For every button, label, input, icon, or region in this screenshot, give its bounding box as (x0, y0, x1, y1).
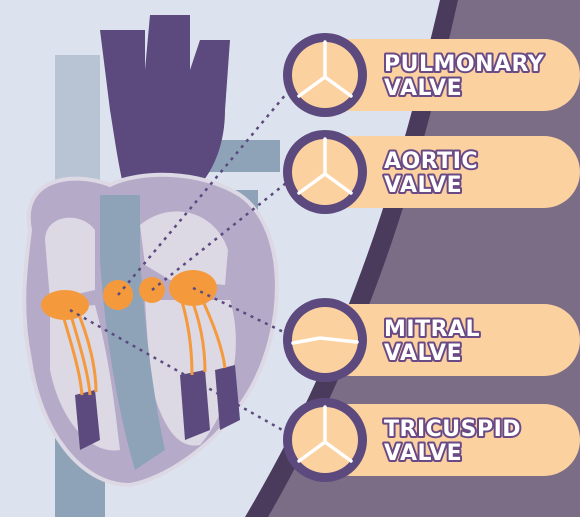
mitral-label-line1: MITRAL (384, 317, 480, 342)
tricuspid-label-line1: TRICUSPID (384, 417, 521, 442)
superior-vena-cava (55, 55, 100, 190)
papillary-muscle-2 (180, 370, 210, 440)
tricuspid-valve-leaflets (41, 290, 89, 320)
heart-illustration (24, 15, 302, 517)
tricuspid-label-line2: VALVE (384, 441, 462, 466)
mitral-label-line2: VALVE (384, 341, 462, 366)
pulmonary-label-line1: PULMONARY (384, 52, 545, 77)
aortic-label-line1: AORTIC (384, 149, 478, 174)
aortic-label-line2: VALVE (384, 173, 462, 198)
right-atrium (45, 218, 95, 300)
pulmonary-label-line2: VALVE (384, 76, 462, 101)
